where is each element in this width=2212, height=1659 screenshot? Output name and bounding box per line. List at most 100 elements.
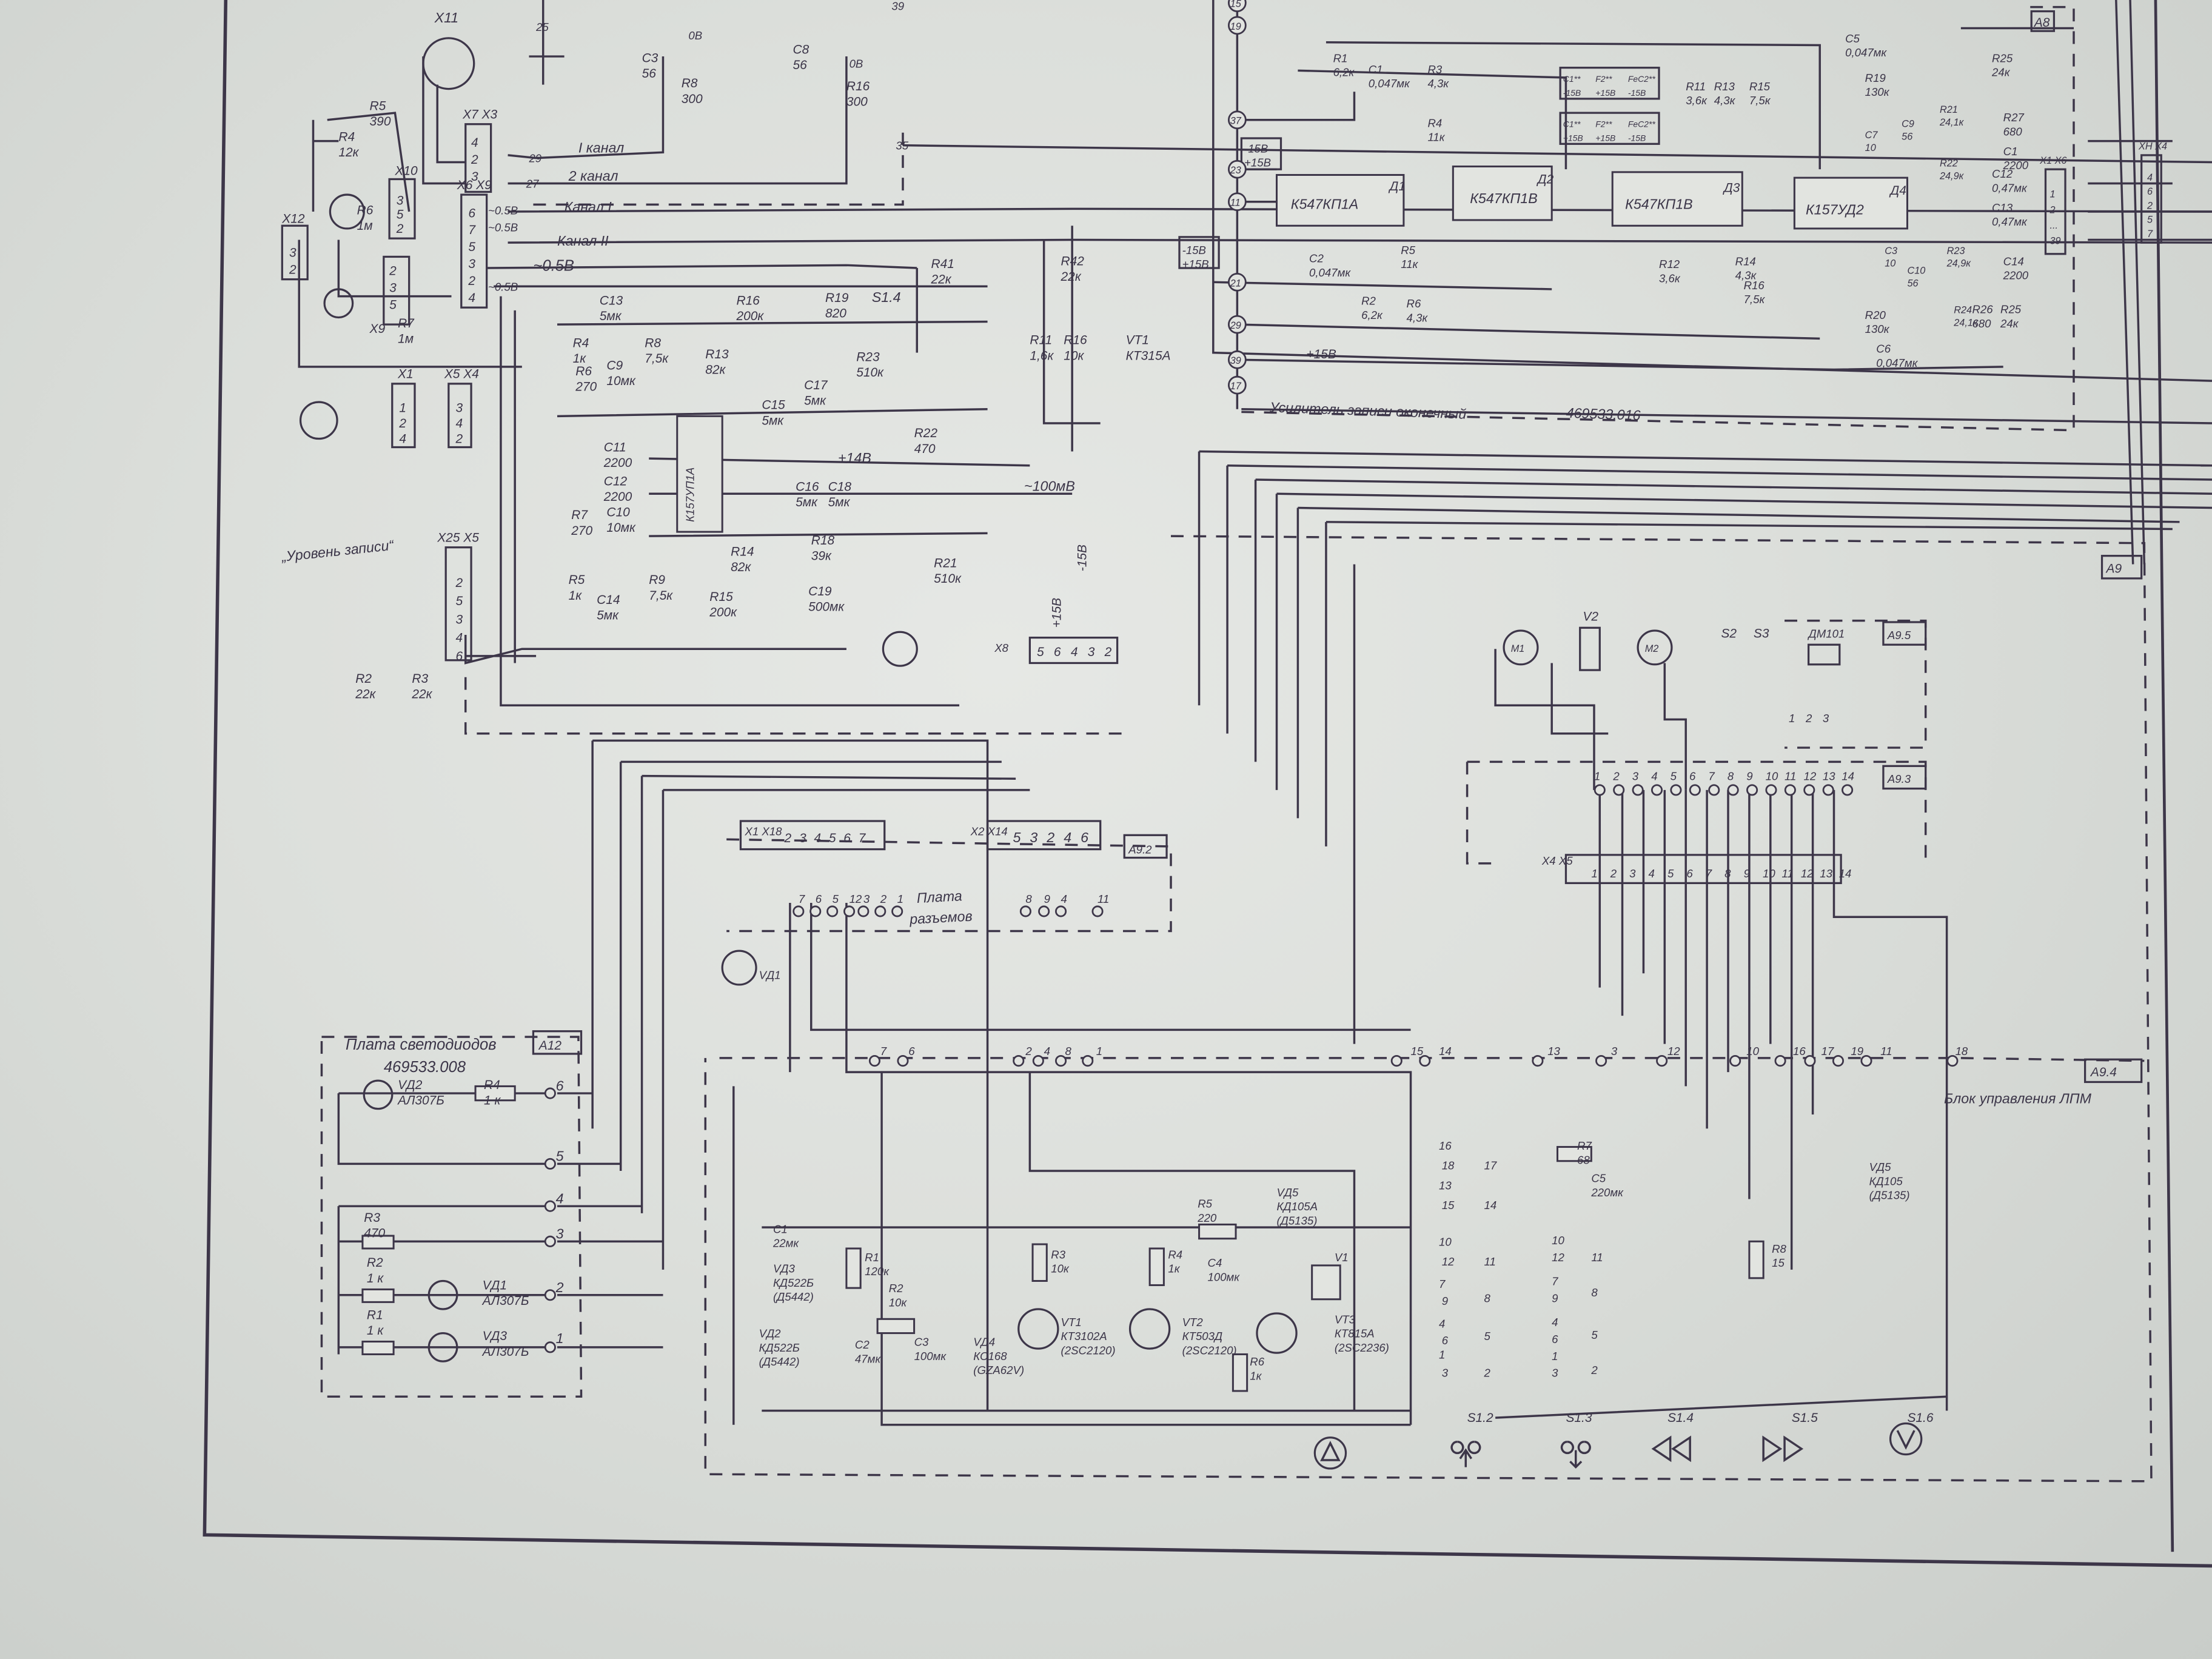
label-a9-a92: A9.2: [1128, 843, 1152, 856]
terminal-pin: [1727, 784, 1739, 796]
component-value: 100мк: [1208, 1270, 1241, 1283]
label-output-amp-xhx4: XH X4: [2138, 141, 2167, 152]
component-ref: R2: [1361, 295, 1376, 307]
label-output-amp-block-id: A8: [2033, 16, 2050, 30]
pin-number: 18: [1956, 1045, 1968, 1057]
component-value: 4,3к: [1407, 311, 1429, 324]
component-ref: R1: [1333, 52, 1348, 64]
terminal-pin: [1774, 1055, 1786, 1067]
component-value: 10: [1865, 142, 1876, 153]
terminal-pin: [1689, 784, 1701, 796]
component-ref: R2: [889, 1282, 903, 1295]
terminal-pin: [897, 1055, 909, 1067]
component-value: 120к: [865, 1265, 890, 1278]
node-circle: [1228, 272, 1247, 292]
component-value: 270: [575, 380, 597, 394]
label-input-amp-mv100: ~100мВ: [1024, 478, 1075, 494]
component-value: АЛ307Б: [481, 1294, 529, 1308]
component-value: 1к: [569, 589, 583, 603]
component-ref: C13: [600, 294, 623, 308]
component-ref: R15: [1749, 80, 1771, 93]
component-ref: R14: [1735, 255, 1756, 267]
pin-number: 2: [471, 153, 478, 167]
pin-number: 2: [1025, 1045, 1032, 1057]
pin-number: 3: [389, 281, 397, 295]
pin-number: 5: [829, 831, 836, 845]
pin-number: 2: [555, 1279, 564, 1295]
pin-number: 10: [1766, 770, 1778, 783]
pin-number: 6: [816, 893, 822, 905]
terminal-pin: [843, 905, 856, 917]
component-value: 10к: [1051, 1262, 1070, 1275]
component-value: 56: [1907, 278, 1919, 289]
component-ref: R21: [1940, 104, 1958, 115]
component-ref: R41: [931, 257, 954, 271]
component-value: 7,5к: [649, 589, 673, 603]
component-ref: C1: [2003, 145, 2018, 158]
terminal-pin: [1032, 1055, 1044, 1067]
component-value: 3,6к: [1659, 272, 1681, 284]
component-ref: R6: [1407, 297, 1421, 310]
component-value: КТ815А: [1335, 1327, 1375, 1340]
component-value: 130к: [1865, 85, 1890, 98]
pin-number: 5: [468, 240, 475, 254]
component-ref: R16: [846, 79, 870, 93]
component-value: 510к: [934, 572, 962, 586]
component-value: 5мк: [597, 608, 619, 622]
pin-number: 6: [468, 206, 475, 220]
component-ref: C11: [604, 440, 626, 454]
component-ref: R26: [1972, 303, 1993, 315]
pin-number: 7: [880, 1045, 887, 1057]
pin-number: 7: [859, 831, 866, 845]
label-input-amp-rec-level: „Уровень записи“: [280, 537, 395, 565]
terminal-pin: [1019, 905, 1031, 917]
component-ref: C15: [762, 398, 785, 412]
pin-number: 9: [1044, 893, 1050, 905]
component-value: 24,1к: [1939, 117, 1965, 128]
component-ref: R15: [709, 590, 733, 604]
label-top-left-ch1: I канал: [578, 139, 624, 155]
node-circle: [1228, 192, 1247, 212]
label-led-board-code: 469533.008: [384, 1059, 466, 1076]
component-value: 300: [682, 92, 703, 106]
component-ref: R13: [1714, 80, 1735, 93]
component-value: 2200: [603, 456, 632, 470]
component-value: КТ503Д: [1182, 1330, 1222, 1342]
component-ref: R11: [1686, 80, 1706, 93]
contact-number: 12: [1552, 1251, 1564, 1264]
contact-number: 10: [1552, 1234, 1564, 1247]
component-value: АЛ307Б: [481, 1345, 529, 1359]
label-control-block-id: A9.4: [2090, 1065, 2117, 1079]
component-ref: R4: [1168, 1248, 1182, 1261]
pin-number: 2: [2049, 204, 2055, 215]
ic-type: К547КП1В: [1470, 190, 1537, 206]
component-value: 1к: [573, 352, 587, 366]
terminal-pin: [857, 905, 870, 917]
pin-number: 6: [1689, 770, 1696, 783]
pin-number: 6: [455, 649, 463, 663]
component-ref: C16: [796, 480, 819, 494]
component-ref: C10: [1907, 265, 1925, 276]
terminal-pin: [1784, 784, 1796, 796]
pin-number: 3: [455, 612, 463, 626]
component-value: АЛ307Б: [397, 1094, 444, 1108]
contact-number: 17: [1484, 1159, 1497, 1172]
play-icon: [1560, 1440, 1591, 1469]
pin-number: 4: [814, 831, 821, 845]
terminal-pin: [868, 1055, 880, 1067]
label-a9-connector-board-0: Плата: [916, 888, 962, 906]
component-ref: R42: [1061, 254, 1085, 268]
component-value: КД105А: [1277, 1200, 1318, 1213]
table-cell: F2**: [1595, 74, 1612, 84]
component-ref: C3: [642, 51, 659, 65]
component-ref: R3: [1427, 63, 1442, 76]
pin-number: 2: [784, 831, 792, 845]
component-ref: C12: [604, 474, 628, 488]
component-value: 24к: [2000, 317, 2019, 330]
component-ref: C5: [1845, 32, 1860, 45]
component-ref: R9: [649, 573, 665, 587]
label-top-left-v05: ~0.5В: [533, 258, 574, 275]
contact-number: 14: [1484, 1199, 1497, 1212]
table-cell: C1**: [1563, 119, 1581, 129]
component-ref: C2: [855, 1338, 870, 1351]
